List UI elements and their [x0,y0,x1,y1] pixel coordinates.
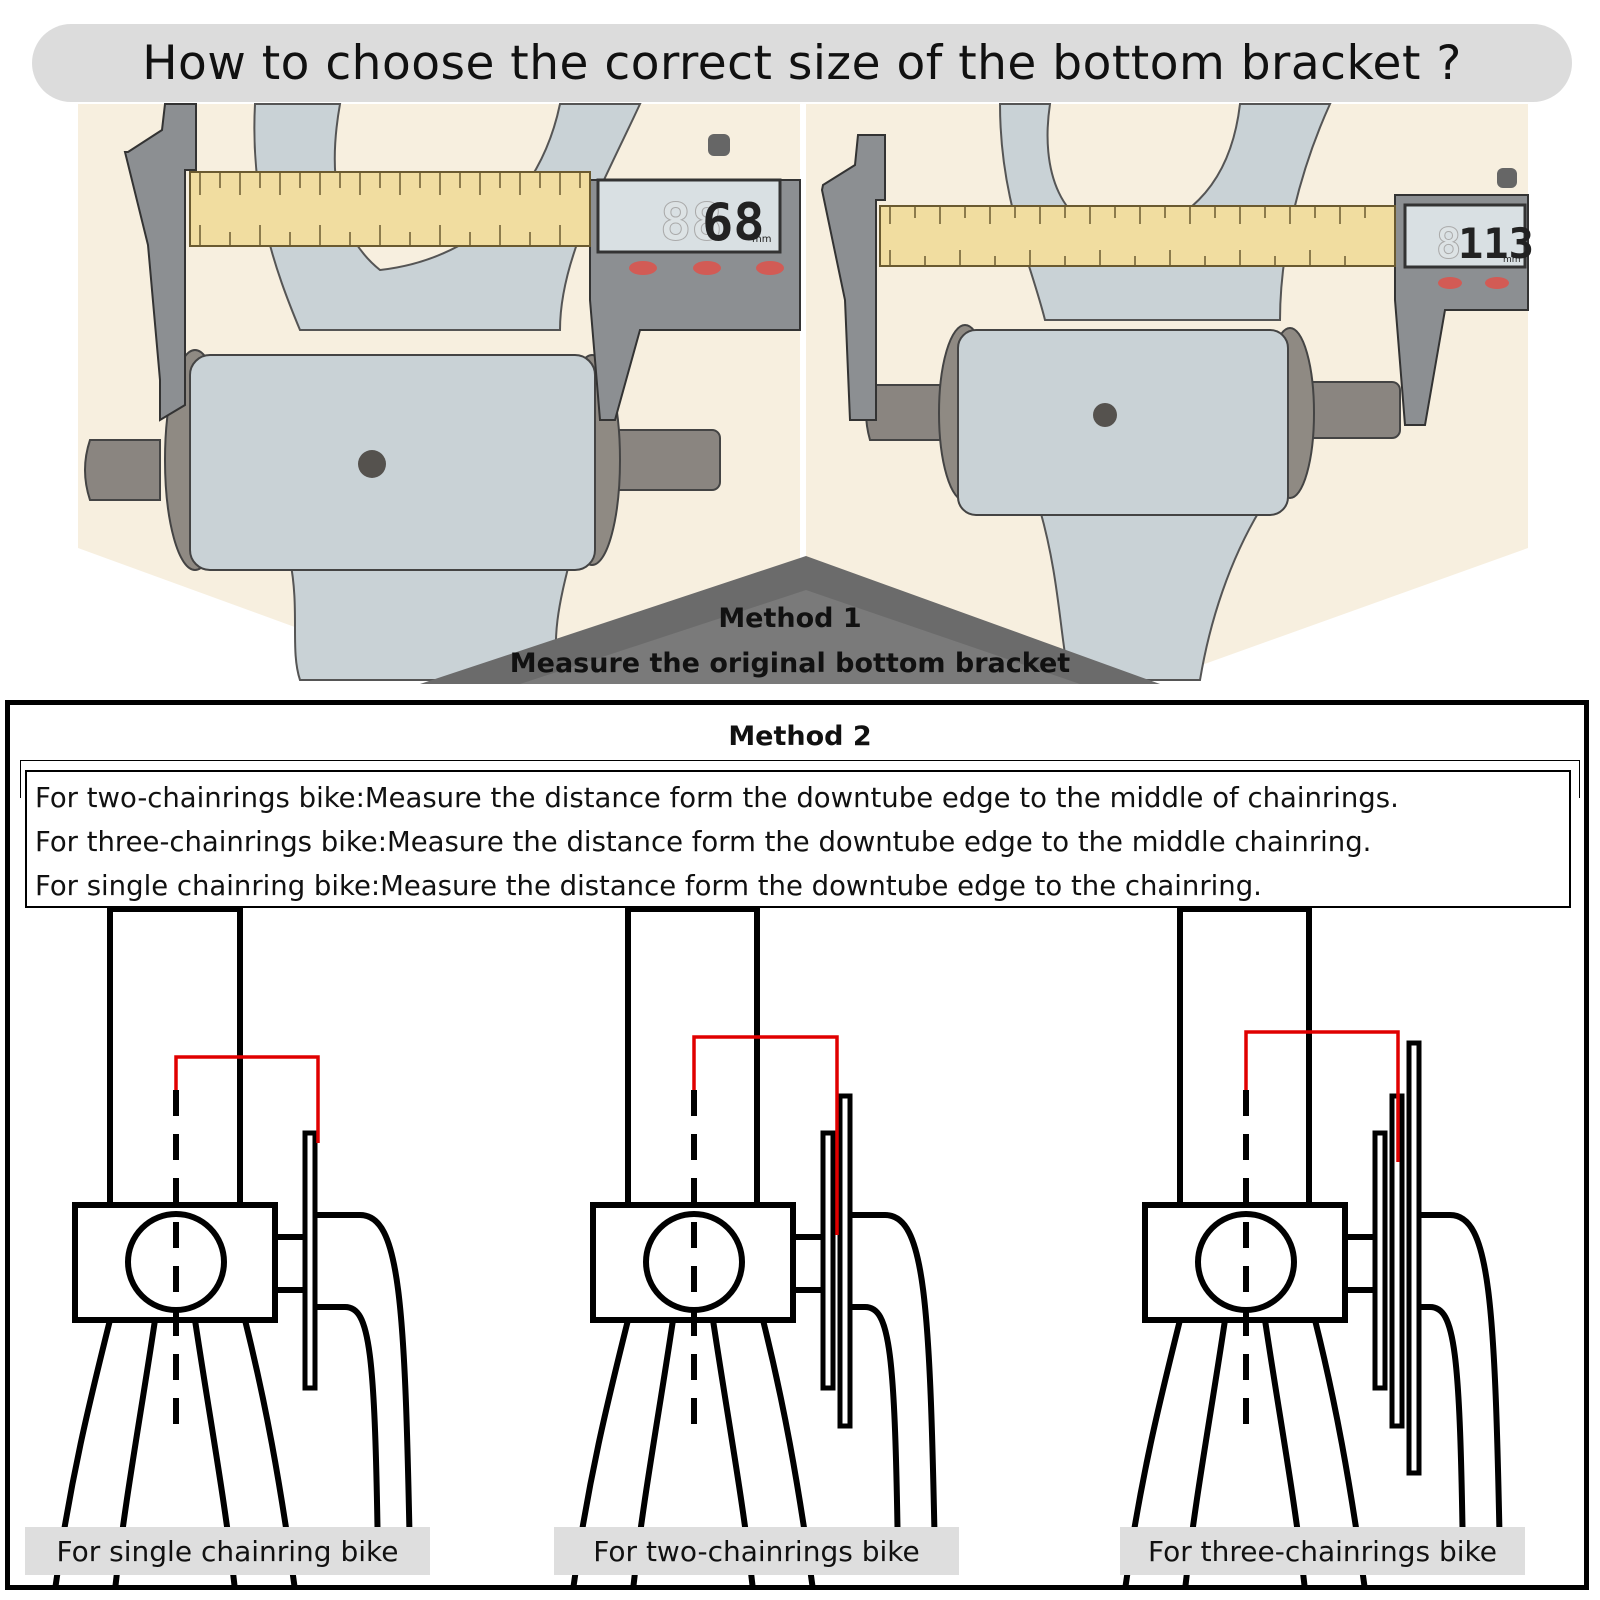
svg-text:mm: mm [752,234,771,245]
right-caliper-panel: 8 113 mm [806,103,1534,681]
method2-diagrams [52,906,1503,1590]
instructions-frame [20,760,1580,798]
svg-text:88: 88 [660,193,723,253]
method1-subtitle: Measure the original bottom bracket [509,648,1071,679]
left-caliper-panel: 88 68 mm [78,103,801,681]
instruction-three-chainrings: For three-chainrings bike:Measure the di… [35,826,1372,858]
title-banner: How to choose the correct size of the bo… [32,24,1572,102]
svg-text:mm: mm [1503,255,1521,265]
three-chainrings-diagram [1122,906,1503,1590]
method2-title: Method 2 [728,721,872,752]
method1-illustration: 88 68 mm [78,103,1534,684]
single-measure-line [174,1055,320,1143]
two-measure-line [692,1035,839,1235]
single-chainring-diagram [52,906,413,1590]
instruction-single-chainring: For single chainring bike:Measure the di… [35,870,1262,902]
left-reading: 68 [702,193,765,253]
instructions-box: For two-chainrings bike:Measure the dist… [25,770,1571,908]
svg-text:8: 8 [1436,219,1461,268]
right-reading: 113 [1458,219,1534,268]
three-measure-line [1244,1030,1400,1162]
method1-title: Method 1 [718,603,862,634]
caption-three-chainrings: For three-chainrings bike [1120,1527,1525,1575]
caption-two-chainrings: For two-chainrings bike [554,1527,959,1575]
page-title: How to choose the correct size of the bo… [142,35,1462,91]
caption-single-chainring: For single chainring bike [25,1527,430,1575]
two-chainrings-diagram [570,906,938,1590]
instruction-two-chainrings: For two-chainrings bike:Measure the dist… [35,782,1399,814]
